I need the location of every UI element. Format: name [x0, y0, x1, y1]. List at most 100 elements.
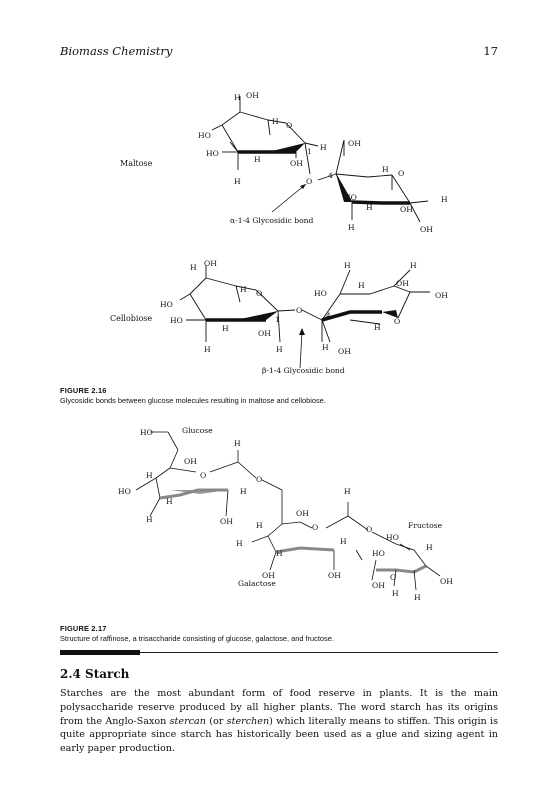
maltose-bond-label: α-1-4 Glycosidic bond	[230, 216, 314, 225]
paragraph-text: Starches are the most abundant form of f…	[60, 688, 498, 727]
cellobiose-structure: H OH H O HO HO H OH 1 H H O H HO H OH OH…	[110, 259, 448, 375]
paragraph-text: (or	[205, 715, 227, 727]
raffinose-atom: H	[240, 487, 247, 496]
maltose-atom: H	[254, 155, 261, 164]
cellobiose-atom: 4	[326, 311, 331, 320]
raffinose-atom: O	[366, 525, 372, 534]
cellobiose-atom: O	[394, 317, 400, 326]
raffinose-atom: HO	[386, 533, 399, 542]
cellobiose-atom: H	[276, 345, 283, 354]
maltose-atom: 1	[307, 147, 312, 156]
raffinose-atom: OH	[296, 509, 309, 518]
paragraph-term: stercan	[169, 715, 206, 727]
cellobiose-atom: H	[374, 323, 381, 332]
raffinose-atom: O	[312, 523, 318, 532]
cellobiose-atom: 1	[275, 315, 280, 324]
maltose-atom: HO	[344, 193, 357, 202]
raffinose-atom: OH	[262, 571, 275, 580]
raffinose-atom: H	[426, 543, 433, 552]
cellobiose-name: Cellobiose	[110, 314, 152, 323]
section-paragraph: Starches are the most abundant form of f…	[60, 687, 498, 756]
maltose-atom: OH	[348, 139, 361, 148]
cellobiose-atom: H	[410, 261, 417, 270]
raffinose-atom: H	[276, 549, 283, 558]
glucose-name: Glucose	[182, 426, 213, 435]
caption-text: Structure of raffinose, a trisaccharide …	[60, 634, 334, 643]
maltose-structure: H OH H O HO HO H OH 1 H OH O 4 H O HO H …	[120, 91, 448, 234]
maltose-atom: H	[272, 117, 279, 126]
raffinose-atom: H	[340, 537, 347, 546]
caption-number: FIGURE 2.17	[60, 624, 107, 633]
cellobiose-atom: OH	[258, 329, 271, 338]
fructose-name: Fructose	[408, 521, 443, 530]
galactose-name: Galactose	[238, 579, 276, 588]
maltose-atom: H	[441, 195, 448, 204]
cellobiose-atom: O	[296, 306, 302, 315]
maltose-atom: H	[348, 223, 355, 232]
raffinose-atom: H	[392, 589, 399, 598]
figure-2-16-diagram: H OH H O HO HO H OH 1 H OH O 4 H O HO H …	[110, 91, 448, 375]
caption-number: FIGURE 2.16	[60, 386, 107, 395]
cellobiose-atom: H	[222, 324, 229, 333]
cellobiose-atom: OH	[435, 291, 448, 300]
maltose-atom: HO	[198, 131, 211, 140]
cellobiose-atom: OH	[204, 259, 217, 268]
maltose-atom: OH	[246, 91, 259, 100]
raffinose-atom: H	[146, 515, 153, 524]
running-title: Biomass Chemistry	[60, 44, 173, 58]
raffinose-atom: HO	[372, 549, 385, 558]
cellobiose-atom: OH	[338, 347, 351, 356]
raffinose-atom: H	[414, 593, 421, 602]
raffinose-atom: H	[234, 439, 241, 448]
raffinose-atom: H	[256, 521, 263, 530]
maltose-atom: OH	[420, 225, 433, 234]
raffinose-atom: OH	[184, 457, 197, 466]
maltose-atom: HO	[206, 149, 219, 158]
cellobiose-atom: O	[256, 289, 262, 298]
maltose-atom: O	[286, 121, 292, 130]
maltose-atom: H	[234, 93, 241, 102]
raffinose-atom: OH	[220, 517, 233, 526]
raffinose-atom: O	[200, 471, 206, 480]
cellobiose-atom: HO	[170, 316, 183, 325]
raffinose-atom: HO	[140, 428, 153, 437]
page-number: 17	[483, 44, 498, 58]
raffinose-structure: HO H OH H O HO H H H OH O H OH H O H H H…	[118, 426, 453, 602]
maltose-atom: 4	[328, 171, 333, 180]
maltose-atom: O	[306, 177, 312, 186]
cellobiose-atom: H	[240, 285, 247, 294]
paragraph-term: sterchen	[226, 715, 270, 727]
cellobiose-atom: H	[190, 263, 197, 272]
maltose-atom: H	[366, 203, 373, 212]
maltose-atom: OH	[290, 159, 303, 168]
raffinose-atom: H	[236, 539, 243, 548]
raffinose-atom: O	[390, 573, 396, 582]
cellobiose-atom: HO	[314, 289, 327, 298]
cellobiose-atom: H	[204, 345, 211, 354]
maltose-atom: H	[382, 165, 389, 174]
maltose-atom: OH	[400, 205, 413, 214]
raffinose-atom: O	[256, 475, 262, 484]
maltose-atom: O	[398, 169, 404, 178]
raffinose-atom: OH	[440, 577, 453, 586]
cellobiose-bond-label: β-1-4 Glycosidic bond	[262, 366, 345, 375]
paragraph-text: ) which literally means to stiffen. This…	[60, 715, 498, 755]
caption-text: Glycosidic bonds between glucose molecul…	[60, 396, 326, 405]
raffinose-atom: H	[166, 497, 173, 506]
raffinose-atom: H	[344, 487, 351, 496]
maltose-name: Maltose	[120, 159, 153, 168]
maltose-atom: H	[320, 143, 327, 152]
figure-2-16-caption: FIGURE 2.16 Glycosidic bonds between glu…	[60, 386, 500, 406]
section-bar	[60, 650, 140, 655]
cellobiose-atom: H	[358, 281, 365, 290]
raffinose-atom: OH	[372, 581, 385, 590]
figure-2-17-diagram: HO H OH H O HO H H H OH O H OH H O H H H…	[118, 426, 453, 602]
raffinose-atom: H	[146, 471, 153, 480]
cellobiose-atom: HO	[160, 300, 173, 309]
raffinose-atom: HO	[118, 487, 131, 496]
cellobiose-atom: H	[344, 261, 351, 270]
figure-2-17-caption: FIGURE 2.17 Structure of raffinose, a tr…	[60, 624, 500, 644]
section-heading: 2.4 Starch	[60, 667, 130, 681]
raffinose-atom: OH	[328, 571, 341, 580]
